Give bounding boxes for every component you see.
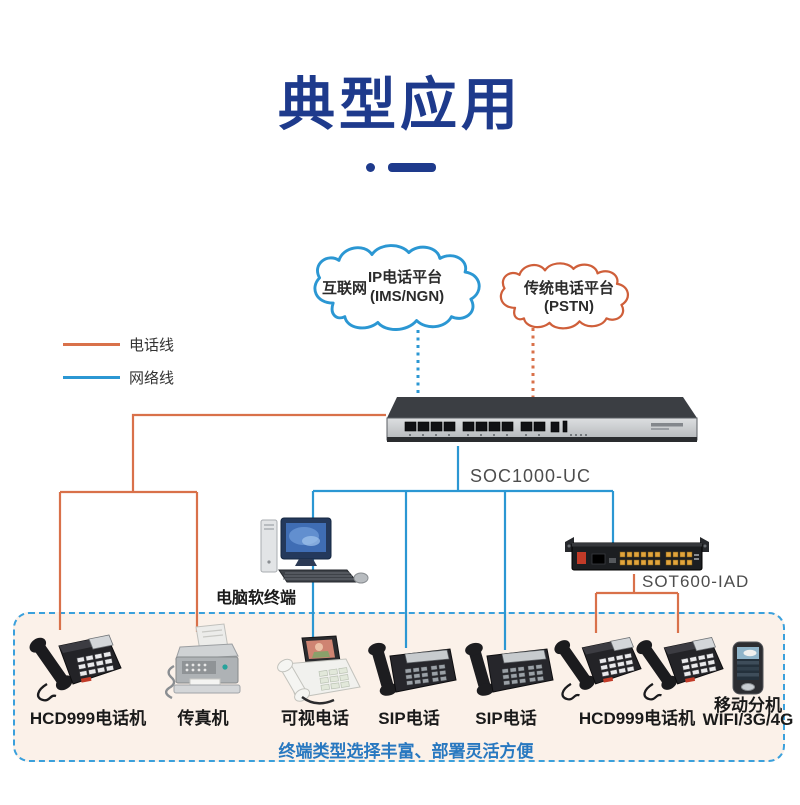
- sip-phone-icon: [465, 642, 554, 696]
- pc-softphone-icon: [260, 517, 369, 584]
- soc1000-label: SOC1000-UC: [470, 466, 592, 486]
- terminal-label-fax: 传真机: [177, 709, 229, 728]
- pstn-cloud-icon: [499, 262, 629, 330]
- network-wires: [311, 446, 615, 650]
- hcd999-phone-icon: [636, 637, 724, 701]
- internet-cloud-line1: IP电话平台: [368, 269, 443, 286]
- legend-network-line: 网络线: [63, 367, 174, 388]
- video-phone-icon: [277, 635, 361, 705]
- mobile-extension-icon: [732, 641, 764, 695]
- sip-phone-icon: [368, 642, 457, 696]
- terminal-label-mobile-line2: WIFI/3G/4G: [702, 710, 794, 729]
- legend-network-line-label: 网络线: [129, 370, 175, 387]
- terminal-label-hcd999-pair: HCD999电话机: [578, 709, 696, 728]
- legend-phone-line-label: 电话线: [129, 337, 175, 354]
- title-dash-decoration: [388, 163, 436, 172]
- sot600-label: SOT600-IAD: [642, 572, 750, 591]
- internet-cloud-outline: [313, 244, 481, 331]
- page-title: 典型应用: [278, 73, 522, 137]
- sot600-device-icon: [565, 537, 709, 571]
- pstn-cloud-line1: 传统电话平台: [523, 280, 615, 297]
- terminal-label-videophone: 可视电话: [281, 709, 349, 728]
- fax-machine-icon: [164, 623, 241, 700]
- terminal-box-caption: 终端类型选择丰富、部署灵活方便: [278, 742, 534, 761]
- phone-line-swatch: [63, 343, 120, 346]
- cloud-uplinks: [416, 328, 535, 399]
- legend-phone-line: 电话线: [63, 334, 174, 355]
- hcd999-phone-icon: [29, 634, 122, 702]
- internet-cloud-side-label: 互联网: [322, 280, 368, 297]
- internet-cloud-line2: (IMS/NGN): [370, 288, 445, 305]
- title-dot-decoration: [366, 163, 375, 172]
- phone-wires: [58, 413, 680, 633]
- terminal-label-sip1: SIP电话: [378, 709, 440, 728]
- hcd999-phone-icon: [554, 637, 642, 701]
- pc-softphone-label: 电脑软终端: [216, 590, 297, 607]
- network-line-swatch: [63, 376, 120, 379]
- terminal-label-hcd999-left: HCD999电话机: [29, 709, 147, 728]
- internet-cloud-icon: [313, 244, 481, 331]
- pstn-cloud-line2: (PSTN): [544, 298, 594, 315]
- soc1000-device-icon: [386, 397, 698, 442]
- terminal-label-sip2: SIP电话: [475, 709, 537, 728]
- pstn-cloud-outline: [499, 262, 629, 330]
- terminal-label-mobile-line1: 移动分机: [714, 696, 782, 715]
- wire-phone-soc-to-junction: [131, 413, 386, 492]
